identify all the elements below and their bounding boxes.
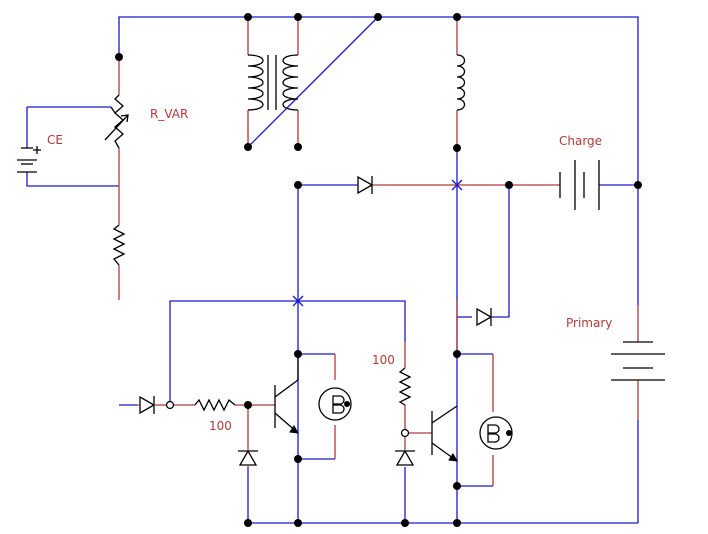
inductor-symbol (456, 54, 466, 111)
diode-right-base-symbol (395, 449, 415, 466)
resistor-base-left-symbol (194, 398, 236, 412)
component-leads (118, 17, 639, 486)
transistor-left-symbol (274, 354, 299, 434)
variable-resistor-symbol (104, 94, 129, 149)
diode-left-base-symbol (238, 449, 258, 467)
diode-input-symbol (137, 395, 167, 415)
diode-top-symbol (355, 175, 374, 195)
primary-battery-symbol (611, 341, 665, 381)
r-var-label: R_VAR (150, 107, 188, 121)
primary-label: Primary (566, 316, 612, 330)
charge-label: Charge (559, 134, 602, 148)
output-socket-left-symbol (318, 387, 352, 421)
ce-label: CE (47, 133, 63, 147)
diode-right-symbol (476, 307, 493, 327)
resistor-base-right-symbol (398, 367, 412, 406)
transistor-right-symbol (431, 405, 458, 462)
wire-crossings (292, 179, 463, 307)
resistor-base-left-label: 100 (209, 419, 232, 433)
charge-battery-symbol (559, 160, 600, 210)
output-socket-right-symbol (479, 416, 513, 450)
transformer-symbol (247, 54, 299, 111)
resistor-left-symbol (112, 224, 126, 266)
ce-cell-symbol (17, 146, 41, 173)
junction-dots (115, 13, 642, 527)
wires (26, 16, 639, 524)
resistor-base-right-label: 100 (372, 353, 395, 367)
